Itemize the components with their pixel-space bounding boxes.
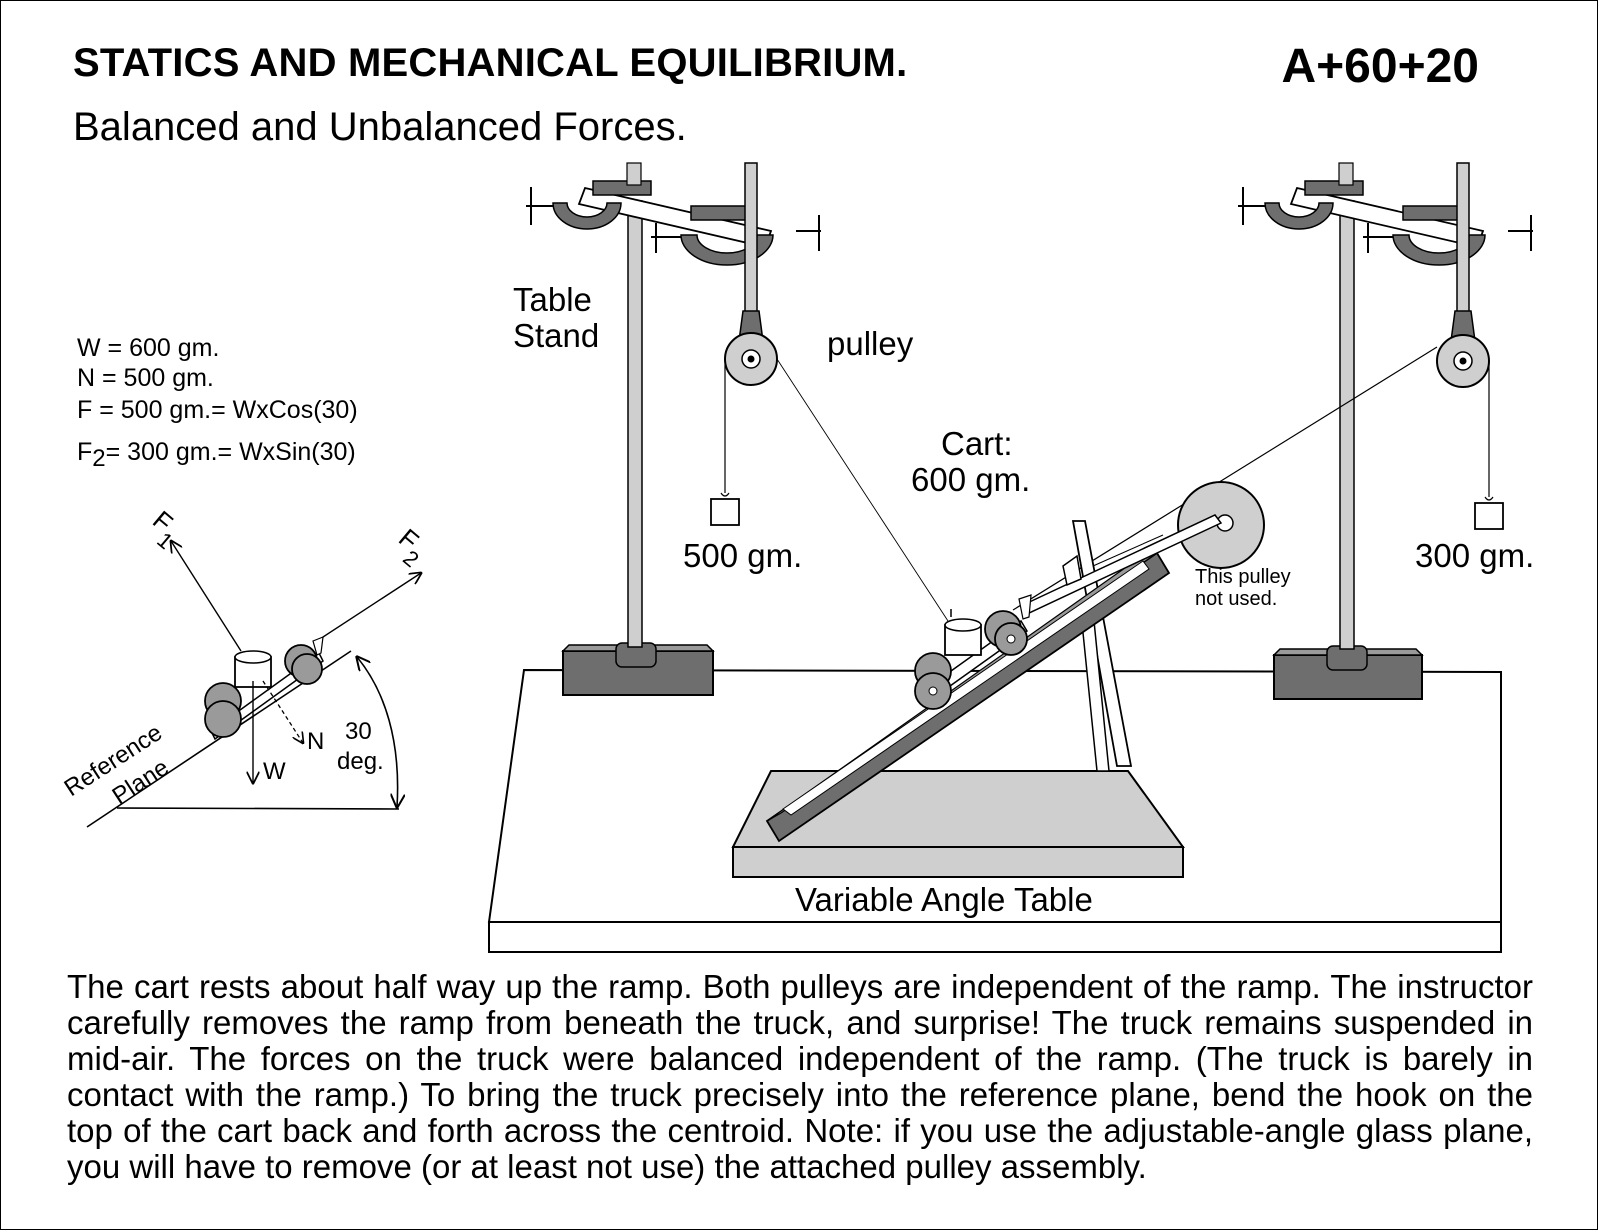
equation-f2: F2= 300 gm.= WxSin(30) [77, 439, 356, 471]
equation-f2-subscript: 2 [92, 445, 106, 472]
variable-angle-table [731, 481, 1265, 878]
pulley-label: pulley [827, 325, 914, 362]
page-subtitle: Balanced and Unbalanced Forces. [73, 105, 687, 149]
cart [914, 594, 1032, 710]
normal-force-label: N [307, 728, 325, 755]
description-text: The cart rests about half way up the ram… [67, 968, 1533, 1185]
table-stand-label-2: Stand [513, 317, 600, 354]
right-weight-label: 300 gm. [1415, 537, 1535, 574]
weight-force-label: W [263, 758, 286, 785]
angle-unit-label: deg. [337, 748, 384, 775]
equation-n: N = 500 gm. [77, 364, 214, 392]
pulley-not-used-label-1: This pulley [1195, 566, 1291, 588]
equation-w: W = 600 gm. [77, 334, 220, 362]
right-table-stand [1012, 162, 1533, 700]
cart-label-2: 600 gm. [911, 461, 1031, 498]
angle-value-label: 30 [345, 718, 372, 745]
equation-f2-symbol: F [77, 438, 93, 466]
table-stand-label-1: Table [513, 281, 592, 318]
catalog-code: A+60+20 [1281, 40, 1479, 93]
variable-angle-table-label: Variable Angle Table [795, 881, 1093, 918]
equation-f: F = 500 gm.= WxCos(30) [77, 396, 358, 424]
left-weight-label: 500 gm. [683, 537, 803, 574]
cart-label-1: Cart: [941, 425, 1013, 462]
pulley-not-used-label-2: not used. [1195, 588, 1278, 610]
page-title: STATICS AND MECHANICAL EQUILIBRIUM. [73, 41, 908, 85]
left-table-stand [526, 162, 949, 696]
equation-f2-value: = 300 gm.= WxSin(30) [105, 438, 356, 466]
force-diagram: Reference Plane F 1 F 2 [60, 505, 425, 828]
